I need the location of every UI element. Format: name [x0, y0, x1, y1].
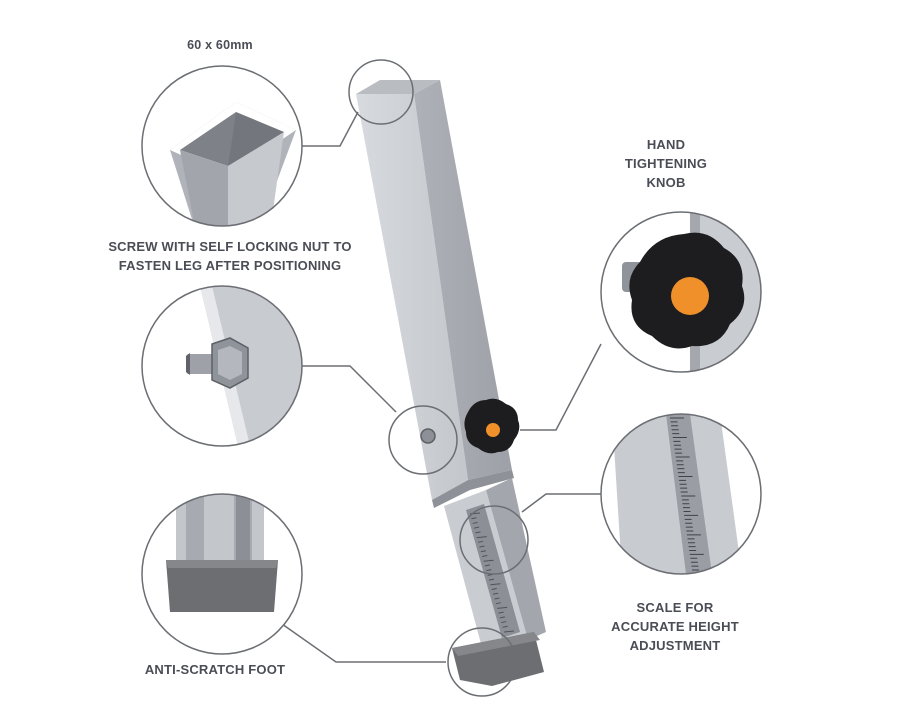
leg-knob	[464, 398, 520, 454]
detail-circle-knob	[600, 211, 762, 373]
inner-tube-side	[486, 478, 546, 640]
highlight-foot	[447, 627, 517, 697]
knob-label-line-1: HAND	[646, 137, 686, 152]
scale-label: SCALE FOR ACCURATE HEIGHT ADJUSTMENT	[590, 598, 760, 655]
highlight-bolt	[388, 405, 458, 475]
foot-label-line: ANTI-SCRATCH FOOT	[144, 662, 286, 677]
detail-foot	[141, 493, 303, 655]
scale-detail-ticks	[670, 417, 704, 571]
detail-scale	[600, 413, 762, 575]
leader-knob	[520, 343, 602, 431]
detail-bolt	[141, 285, 303, 447]
foot-label: ANTI-SCRATCH FOOT	[110, 660, 320, 679]
screw-label-line-2: FASTEN LEG AFTER POSITIONING	[118, 258, 342, 273]
outer-tube-front	[356, 94, 468, 500]
dimension-label-line: 60 x 60mm	[187, 38, 253, 52]
outer-tube-rim	[432, 470, 514, 508]
knob-label-line-3: KNOB	[646, 175, 686, 190]
detail-circle-foot	[141, 493, 303, 655]
highlight-scale	[459, 505, 529, 575]
leg-foot-top	[452, 632, 540, 656]
knob-label-line-2: TIGHTENING	[624, 156, 708, 171]
leg-bolt	[420, 428, 436, 444]
detail-tube-profile	[141, 65, 303, 227]
leader-bolt	[302, 365, 397, 413]
scale-label-line-2: ACCURATE HEIGHT	[611, 619, 739, 634]
callout-lines	[281, 59, 602, 697]
detail-circle-bolt	[141, 285, 303, 447]
leader-tube	[302, 111, 359, 147]
leg-top-face	[356, 80, 440, 94]
scale-label-line-3: ADJUSTMENT	[629, 638, 721, 653]
scale-ticks	[469, 512, 515, 633]
outer-tube-side	[414, 80, 512, 480]
leader-scale	[521, 493, 601, 513]
screw-label: SCREW WITH SELF LOCKING NUT TO FASTEN LE…	[70, 237, 390, 275]
detail-knob	[600, 211, 762, 373]
dimension-label: 60 x 60mm	[150, 36, 290, 55]
scale-label-line-1: SCALE FOR	[636, 600, 714, 615]
screw-label-line-1: SCREW WITH SELF LOCKING NUT TO	[108, 239, 352, 254]
detail-circle-tube	[141, 65, 303, 227]
detail-circle-scale	[600, 413, 762, 575]
knob-label: HAND TIGHTENING KNOB	[606, 135, 726, 192]
main-leg	[356, 80, 546, 686]
leader-foot	[281, 623, 446, 663]
highlight-top	[348, 59, 414, 125]
